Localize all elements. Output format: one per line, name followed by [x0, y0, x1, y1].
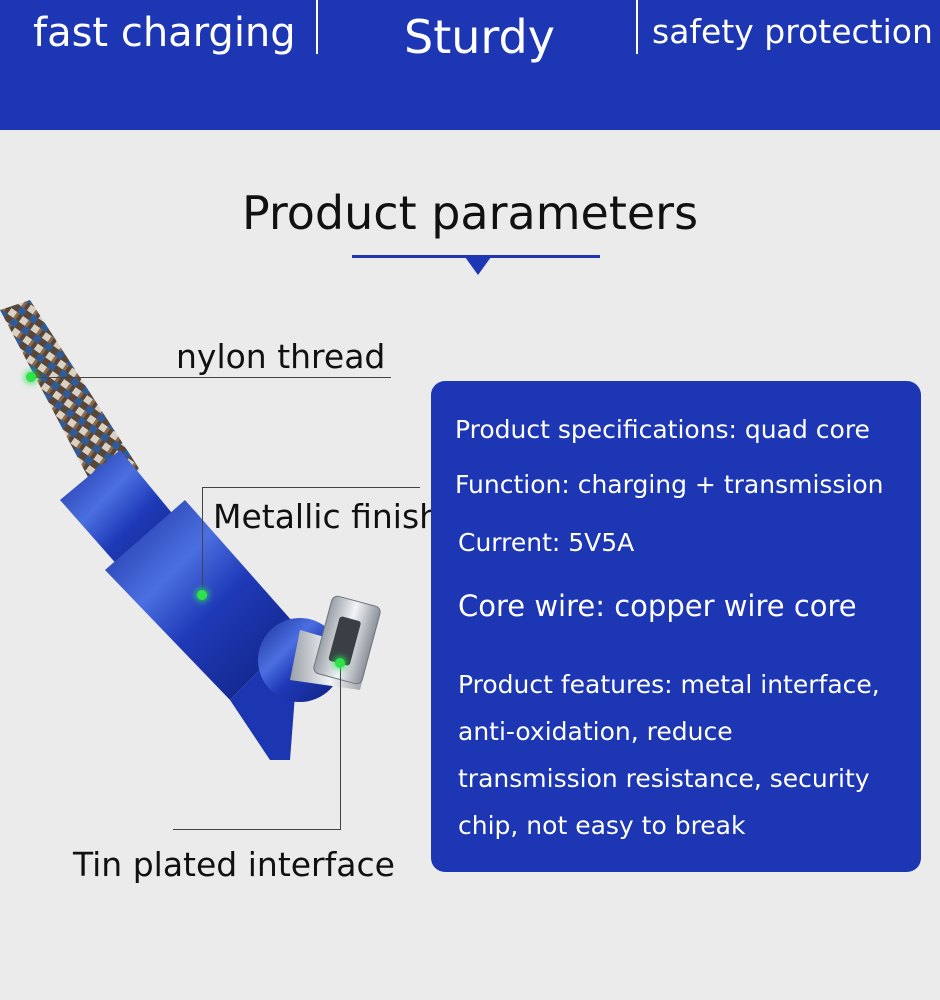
metal-callout-line-v	[202, 487, 203, 595]
feature-safety-protection: safety protection	[652, 12, 933, 51]
section-title: Product parameters	[241, 186, 699, 240]
nylon-marker-dot	[26, 372, 36, 382]
spec-product-specifications: Product specifications: quad core	[455, 415, 870, 444]
metal-callout-line-h	[202, 487, 420, 488]
title-underline	[352, 255, 600, 258]
metal-marker-dot	[197, 590, 207, 600]
callout-metallic-finish: Metallic finish	[213, 497, 441, 536]
right-angle-usb-c-cable-image	[0, 300, 381, 760]
spec-core-wire: Core wire: copper wire core	[458, 589, 857, 623]
tin-callout-line-v	[340, 662, 341, 830]
banner-divider	[316, 0, 318, 54]
nylon-callout-line	[30, 377, 391, 378]
cable-product-image	[0, 300, 420, 860]
spec-function: Function: charging + transmission	[455, 470, 884, 499]
callout-nylon-thread: nylon thread	[176, 337, 386, 376]
specifications-panel: Product specifications: quad core Functi…	[431, 381, 921, 872]
feature-fast-charging: fast charging	[33, 10, 296, 56]
spec-product-features: Product features: metal interface, anti-…	[458, 670, 880, 840]
spec-current: Current: 5V5A	[458, 528, 635, 557]
banner-divider	[636, 0, 638, 54]
callout-tin-plated-interface: Tin plated interface	[73, 845, 395, 884]
tin-marker-dot	[335, 658, 345, 668]
feature-banner: fast charging Sturdy safety protection	[0, 0, 940, 130]
title-pointer-icon	[465, 257, 491, 275]
feature-sturdy: Sturdy	[404, 10, 555, 64]
tin-callout-line-h	[173, 829, 341, 830]
